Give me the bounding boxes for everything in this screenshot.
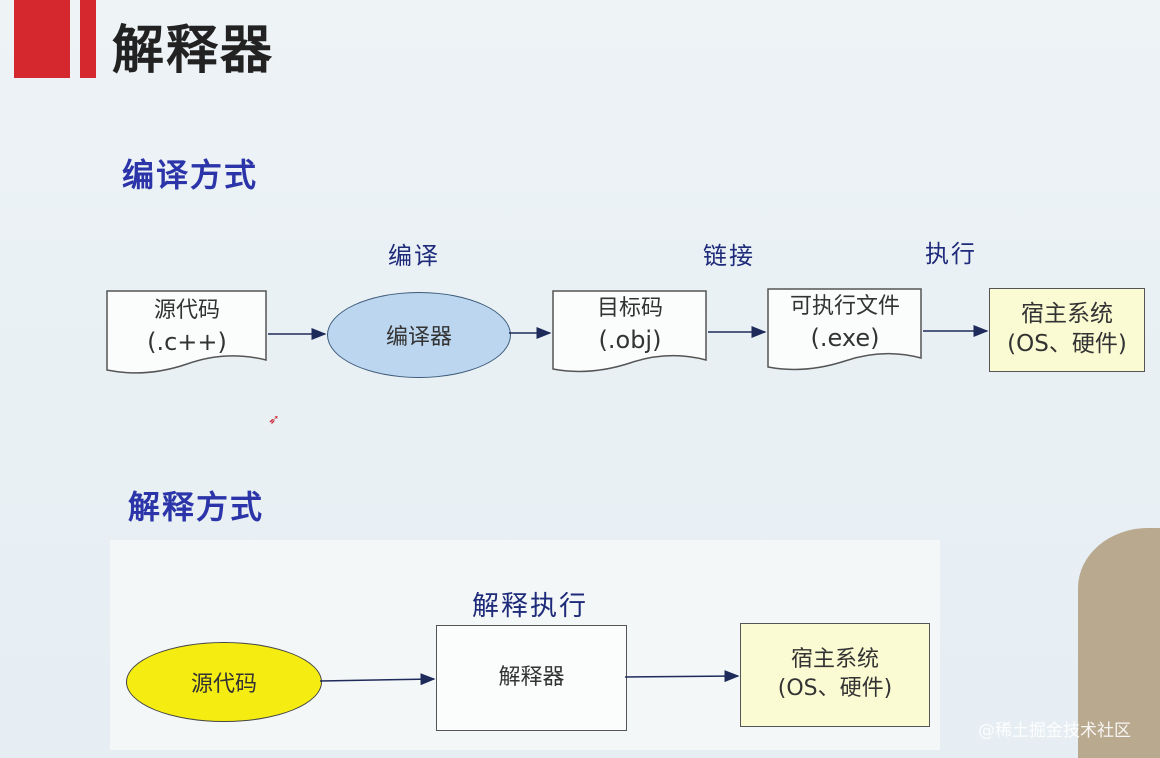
interpret-source-node: 源代码 [126, 642, 322, 722]
pointer-cursor-icon: ➶ [268, 412, 280, 428]
object-code-node: 目标码 (.obj) [552, 290, 708, 376]
watermark: @稀土掘金技术社区 [978, 721, 1131, 741]
edge-label-link: 链接 [703, 242, 755, 270]
source-code-node: 源代码 (.c++) [106, 290, 268, 378]
title-accent-bar [14, 0, 70, 78]
executable-node: 可执行文件 (.exe) [767, 288, 923, 374]
edge-label-interpret-execute: 解释执行 [472, 591, 588, 622]
interpret-heading: 解释方式 [128, 488, 265, 526]
host-system-detail: (OS、硬件) [1007, 331, 1127, 357]
page-title: 解释器 [112, 21, 275, 81]
interpreter-node: 解释器 [436, 625, 627, 731]
compiler-label: 编译器 [385, 325, 452, 350]
object-code-ext: (.obj) [598, 325, 662, 354]
interpreter-label: 解释器 [498, 664, 565, 690]
executable-ext: (.exe) [810, 323, 880, 352]
document-shape [106, 290, 267, 374]
title-accent-bar-thin [80, 0, 96, 78]
executable-label: 可执行文件 [789, 294, 900, 319]
edge-label-execute: 执行 [925, 240, 977, 268]
interpret-source-label: 源代码 [190, 672, 257, 697]
object-code-label: 目标码 [596, 296, 663, 321]
document-shape [552, 290, 707, 373]
source-code-label: 源代码 [153, 298, 220, 323]
interpret-host-system-node: 宿主系统 (OS、硬件) [740, 623, 930, 727]
arrow-source-to-interpreter [319, 673, 436, 686]
host-system-node: 宿主系统 (OS、硬件) [989, 288, 1145, 372]
document-shape [767, 288, 922, 371]
interpret-host-system-label: 宿主系统 [790, 647, 879, 673]
presenter-silhouette [1078, 528, 1160, 758]
source-code-ext: (.c++) [147, 327, 227, 356]
host-system-label: 宿主系统 [1021, 301, 1113, 328]
compile-heading: 编译方式 [122, 156, 259, 194]
edge-label-compile: 编译 [388, 242, 440, 270]
arrow-interpreter-to-host [624, 670, 740, 683]
compiler-node: 编译器 [327, 292, 511, 378]
interpret-host-system-detail: (OS、硬件) [777, 676, 893, 701]
